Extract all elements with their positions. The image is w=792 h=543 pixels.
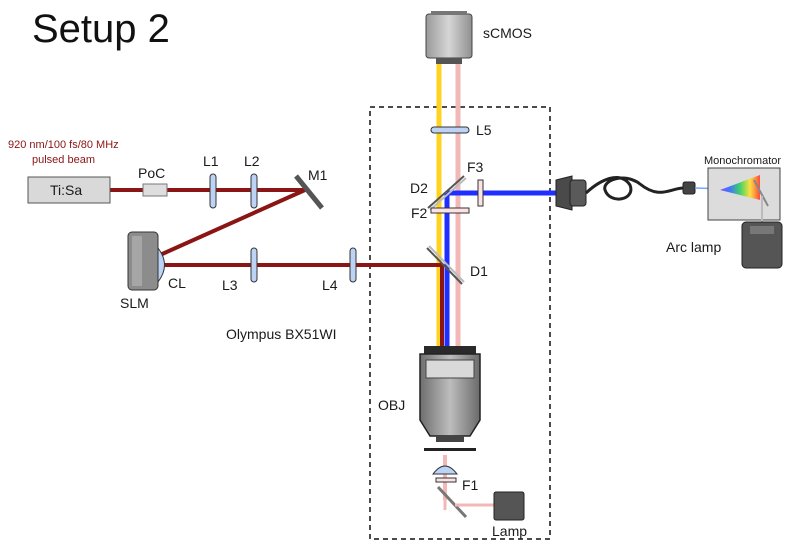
condenser-lens bbox=[431, 465, 459, 475]
laser-spec-line2: pulsed beam bbox=[32, 154, 95, 166]
laser-spec-line1: 920 nm/100 fs/80 MHz bbox=[8, 139, 119, 151]
fiber-collimator-body bbox=[569, 179, 587, 207]
filter-f3-label: F3 bbox=[467, 159, 484, 175]
cl-label: CL bbox=[168, 275, 186, 291]
scmos-camera-mount bbox=[436, 58, 462, 64]
lens-l2-label: L2 bbox=[244, 153, 260, 169]
objective-label: OBJ bbox=[378, 397, 405, 413]
lens-l1-label: L1 bbox=[203, 153, 219, 169]
objective-tip bbox=[436, 436, 464, 442]
optical-fiber bbox=[584, 176, 685, 201]
mirror-m1 bbox=[294, 174, 324, 210]
lens-l1 bbox=[209, 173, 217, 209]
lamp-label: Lamp bbox=[492, 523, 527, 539]
tisa-label: Ti:Sa bbox=[50, 182, 82, 198]
filter-f3 bbox=[477, 179, 484, 207]
monochromator-label: Monochromator bbox=[704, 155, 781, 167]
fiber-coupler bbox=[682, 181, 696, 195]
poc-element bbox=[142, 183, 168, 197]
slm-label: SLM bbox=[120, 295, 149, 311]
lamp-mirror bbox=[436, 485, 468, 519]
laser-beam-2 bbox=[159, 188, 306, 257]
arc-lamp-label: Arc lamp bbox=[666, 239, 721, 255]
dichroic-d1 bbox=[426, 247, 463, 285]
objective-band bbox=[425, 359, 475, 379]
lens-l4 bbox=[349, 247, 357, 283]
poc-label: PoC bbox=[138, 165, 165, 181]
slm-highlight bbox=[132, 236, 142, 286]
dichroic-d1-label: D1 bbox=[470, 263, 488, 279]
filter-f1-label: F1 bbox=[462, 477, 479, 493]
dichroic-d2-label: D2 bbox=[410, 180, 428, 196]
fiber-collimator bbox=[555, 175, 573, 211]
scmos-camera-top bbox=[431, 11, 467, 15]
dichroic-d2 bbox=[427, 175, 465, 209]
mirror-m1-label: M1 bbox=[308, 167, 328, 183]
arc-lamp-top bbox=[750, 226, 774, 234]
lens-l4-label: L4 bbox=[322, 277, 338, 293]
dichroic-d2-edge bbox=[429, 177, 467, 211]
lens-l3-label: L3 bbox=[222, 277, 238, 293]
tisa-laser bbox=[27, 176, 111, 204]
diffraction-grating bbox=[753, 179, 769, 207]
filter-f1 bbox=[435, 477, 457, 483]
sample-slide bbox=[424, 448, 476, 451]
spectrum-fan bbox=[720, 175, 760, 200]
filter-f2-label: F2 bbox=[411, 205, 428, 221]
lens-l5-label: L5 bbox=[476, 122, 492, 138]
cylindrical-lens-cl bbox=[157, 246, 165, 284]
microscope-label: Olympus BX51WI bbox=[226, 326, 336, 342]
halogen-lamp bbox=[493, 491, 525, 521]
objective-mount bbox=[424, 346, 476, 354]
scmos-camera bbox=[425, 13, 473, 59]
lens-l2 bbox=[250, 173, 258, 209]
dichroic-d1-edge bbox=[428, 245, 465, 283]
lens-l5 bbox=[430, 126, 470, 134]
scmos-label: sCMOS bbox=[483, 25, 532, 41]
page-title: Setup 2 bbox=[32, 7, 170, 51]
lens-l3 bbox=[250, 247, 258, 283]
filter-f2 bbox=[430, 207, 470, 214]
